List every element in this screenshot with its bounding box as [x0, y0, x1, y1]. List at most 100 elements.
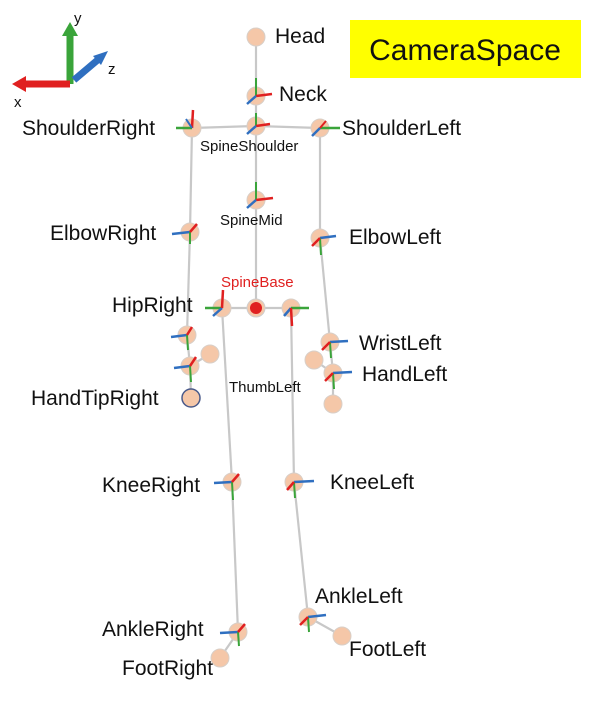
joint-handtipleft [323, 394, 343, 414]
orient-ss-x [255, 122, 271, 128]
orient-hdl-y [332, 372, 335, 390]
orient-sm-z [246, 199, 257, 209]
orient-sr-z [185, 118, 193, 129]
orient-sl-z [311, 127, 321, 137]
orient-hdr-y [189, 365, 192, 383]
label-spinemid: SpineMid [220, 212, 283, 229]
orient-wristright [170, 326, 194, 351]
orient-wr-y [186, 334, 189, 351]
orient-shoulderleft [311, 120, 340, 137]
label-spineshoulder: SpineShoulder [200, 138, 298, 155]
z-axis-label: z [108, 61, 116, 78]
orient-hr-z [212, 307, 223, 317]
joint-orientations [170, 78, 353, 647]
label-kneeleft: KneeLeft [330, 471, 414, 494]
orient-ss-z [246, 125, 257, 135]
orient-hdr-x [188, 356, 198, 367]
orient-wr-x [185, 326, 194, 336]
orient-wl-z [329, 339, 349, 344]
label-kneeright: KneeRight [102, 474, 200, 497]
orient-sm-x [255, 196, 274, 202]
orient-hdr-z [173, 364, 191, 370]
label-footleft: FootLeft [349, 638, 426, 661]
orient-handleft [324, 370, 353, 390]
orient-kneeleft [286, 479, 315, 499]
y-axis-label: y [74, 10, 82, 27]
label-ankleleft: AnkleLeft [315, 585, 403, 608]
orient-hipright [205, 289, 225, 317]
orient-elbowleft [311, 234, 337, 256]
orient-hdl-x [324, 372, 334, 382]
title-badge: CameraSpace [350, 20, 581, 78]
orient-el-y [319, 237, 322, 256]
orient-ar-x [237, 623, 246, 633]
bone-elbowright-wristright [185, 230, 192, 337]
label-footright: FootRight [122, 657, 213, 680]
bone-elbowleft-wristleft [318, 236, 332, 344]
orient-ankleleft [299, 613, 327, 633]
joint-footright [210, 648, 230, 668]
bone-spineshoulder-shoulderleft [254, 124, 322, 130]
orient-wristleft [321, 339, 349, 359]
orient-wl-x [321, 341, 331, 351]
orient-neck-x [255, 92, 273, 98]
label-ankleright: AnkleRight [102, 618, 204, 641]
x-axis-label: x [14, 94, 22, 111]
orient-sl-x [319, 120, 327, 129]
orient-kl-z [293, 479, 315, 484]
bone-kneeleft-ankleleft [292, 480, 310, 619]
joint-handtipright [181, 388, 201, 408]
x-axis-arrowhead [12, 76, 26, 92]
orient-el-x [311, 237, 321, 247]
orient-el-z [319, 234, 337, 240]
label-shoulderright: ShoulderRight [22, 117, 155, 140]
bone-shoulderright-elbowright [188, 126, 194, 234]
label-spinebase: SpineBase [221, 274, 294, 291]
orient-hdl-z [332, 370, 353, 375]
orient-ar-z [219, 630, 239, 635]
label-thumbleft: ThumbLeft [229, 379, 302, 396]
label-handleft: HandLeft [362, 363, 447, 386]
label-shoulderleft: ShoulderLeft [342, 117, 461, 140]
joint-thumbright [200, 344, 220, 364]
bone-hipleft-kneeleft [289, 306, 296, 484]
orient-wr-z [170, 333, 188, 339]
label-handtipright: HandTipRight [31, 387, 159, 410]
z-axis-arrowhead [93, 51, 108, 65]
label-head: Head [275, 25, 325, 48]
bone-kneeright-ankleright [230, 480, 240, 634]
orient-ar-y [237, 631, 240, 647]
orient-kr-y [231, 481, 234, 501]
orient-spinemid [246, 182, 274, 209]
orient-er-z [171, 230, 191, 236]
axis-legend: y z x [12, 10, 116, 111]
orient-hipleft [283, 306, 309, 327]
label-elbowright: ElbowRight [50, 222, 156, 245]
joint-thumbleft [304, 350, 324, 370]
orient-kl-x [286, 481, 295, 491]
orient-neck-z [246, 95, 257, 105]
orient-al-y [307, 616, 310, 633]
title-text: CameraSpace [369, 34, 561, 67]
orient-kr-z [213, 480, 233, 485]
joint-spinebase [250, 302, 262, 314]
z-axis-arrow [71, 55, 103, 83]
joint-head [246, 27, 266, 47]
label-elbowleft: ElbowLeft [349, 226, 441, 249]
bone-spineshoulder-shoulderright [190, 124, 258, 130]
orient-spineshoulder [246, 113, 271, 135]
y-axis-arrowhead [62, 22, 78, 36]
orient-al-z [307, 613, 327, 619]
orient-al-x [299, 616, 309, 626]
orient-kl-y [293, 481, 296, 499]
label-wristleft: WristLeft [359, 332, 442, 355]
orient-neck [246, 78, 273, 105]
orient-er-x [189, 223, 198, 233]
orient-hl-x [289, 307, 294, 327]
bone-hipright-kneeright [220, 306, 234, 484]
orient-kneeright [213, 473, 240, 501]
orient-hr-x [220, 289, 225, 309]
joint-labels: Head Neck SpineShoulder ShoulderRight Sh… [22, 25, 461, 680]
